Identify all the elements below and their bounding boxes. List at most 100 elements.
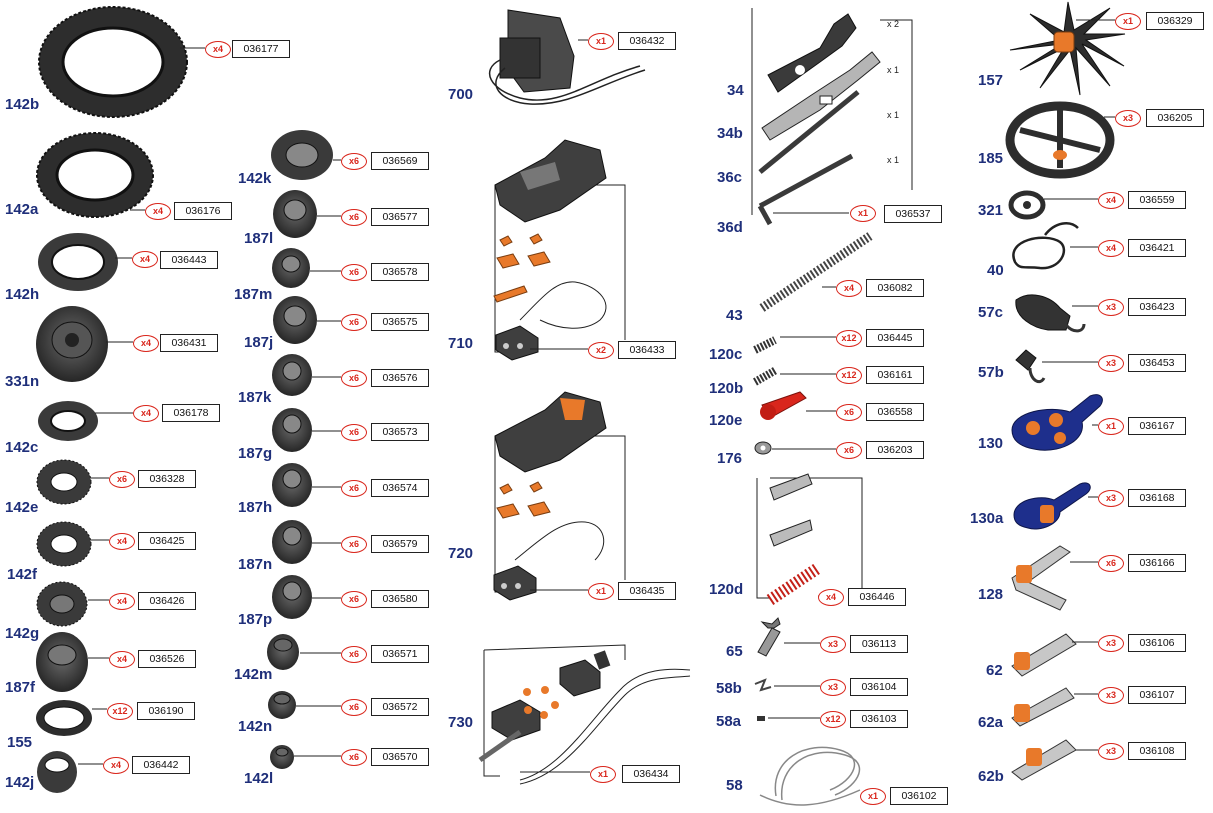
part-number-label: 142l [244,770,274,787]
part-number-label: 142m [234,666,273,683]
part-code: 036177 [232,40,290,58]
quantity-badge: x3 [1098,635,1124,652]
spring-43-icon [759,232,873,312]
part-number-label: 142f [7,566,38,583]
part-number-label: 57b [978,364,1004,381]
part-code: 036577 [371,208,429,226]
part-code: 036168 [1128,489,1186,507]
quantity-badge: x6 [836,404,862,421]
part-number-label: 176 [717,450,743,467]
quantity-badge: x3 [1098,490,1124,507]
part-number-label: 58b [716,680,742,697]
plate-62b-icon [1011,739,1077,781]
tire-187f-icon [36,632,88,692]
wire-720-icon [514,521,605,561]
part-code: 036328 [138,470,196,488]
crank-130-icon [1011,394,1103,451]
quantity-badge: x1 [850,205,876,222]
part-code: 036329 [1146,12,1204,30]
quantity-badge: x4 [818,589,844,606]
part-code: 036570 [371,748,429,766]
quantity-badge: x4 [836,280,862,297]
part-code: 036421 [1128,239,1186,257]
quantity-badge: x6 [341,153,367,170]
tire-142e-icon [36,459,92,505]
quantity-badge: x4 [1098,192,1124,209]
quantity-badge: x1 [1098,418,1124,435]
part-number-label: 142j [5,774,35,791]
part-number-label: 720 [448,545,474,562]
quantity-badge: x12 [836,330,862,347]
tire-187m-icon [272,248,310,288]
part-number-label: 142g [5,625,40,642]
part-code: 036431 [160,334,218,352]
quantity-badge: x6 [341,314,367,331]
part-number-label: 187j [244,334,274,351]
clips-710-icon [493,233,551,303]
band-40-icon [1012,222,1079,270]
spring-120c-icon [753,336,777,354]
tire-187g-icon [272,408,312,452]
part-code: 036446 [848,588,906,606]
lever-120e-icon [760,391,807,420]
tire-142f-icon [36,521,92,567]
part-number-label: 40 [987,262,1004,279]
part-number-label: 142e [5,499,39,516]
part-number-label: 142c [5,439,39,456]
tire-331n-icon [36,306,108,382]
tire-142c-icon [38,401,98,441]
quantity-badge: x6 [341,646,367,663]
part-code: 036178 [162,404,220,422]
tool-label: 36c [717,169,743,186]
part-code: 036571 [371,645,429,663]
cable-58-icon [759,746,861,806]
part-code: 036161 [866,366,924,384]
tool-label: 34b [717,125,743,142]
tire-187n-icon [272,520,312,564]
quantity-badge: x6 [109,471,135,488]
part-code: 036205 [1146,109,1204,127]
quantity-badge: x12 [107,703,133,720]
part-code: 036576 [371,369,429,387]
tire-142a-icon [36,132,154,218]
wheel-185-icon [1005,101,1115,179]
part-number-label: 187h [238,499,273,516]
tire-142h-icon [38,233,118,291]
wire-710-icon [519,281,607,329]
part-code: 036559 [1128,191,1186,209]
part-number-label: 120e [709,412,743,429]
key-36c-icon [758,90,860,174]
quantity-badge: x3 [1098,687,1124,704]
part-number-label: 130 [978,435,1004,452]
part-code: 036443 [160,251,218,269]
part-code: 036423 [1128,298,1186,316]
ring-155-icon [36,700,92,736]
part-code: 036442 [132,756,190,774]
tool-count: x 2 [887,19,900,29]
part-code: 036578 [371,263,429,281]
quantity-badge: x4 [133,405,159,422]
quantity-badge: x1 [590,766,616,783]
quantity-badge: x6 [836,442,862,459]
quantity-badge: x4 [103,757,129,774]
chassis-710-icon [494,139,607,223]
tire-187k-icon [272,354,312,396]
part-code: 036434 [622,765,680,783]
pin-58a-icon [757,716,765,721]
part-code: 036445 [866,329,924,347]
part-number-label: 187g [238,445,273,462]
tire-142n-icon [268,691,296,719]
quantity-badge: x6 [341,749,367,766]
quantity-badge: x1 [860,788,886,805]
part-number-label: 187l [244,230,274,247]
plate-62a-icon [1011,687,1075,727]
quantity-badge: x6 [341,699,367,716]
part-number-label: 142k [238,170,272,187]
part-number-label: 730 [448,714,474,731]
part-number-label: 187f [5,679,36,696]
part-number-label: 187p [238,611,273,628]
part-code: 036166 [1128,554,1186,572]
quantity-badge: x6 [341,480,367,497]
quantity-badge: x12 [820,711,846,728]
spring-120b-icon [753,366,778,386]
